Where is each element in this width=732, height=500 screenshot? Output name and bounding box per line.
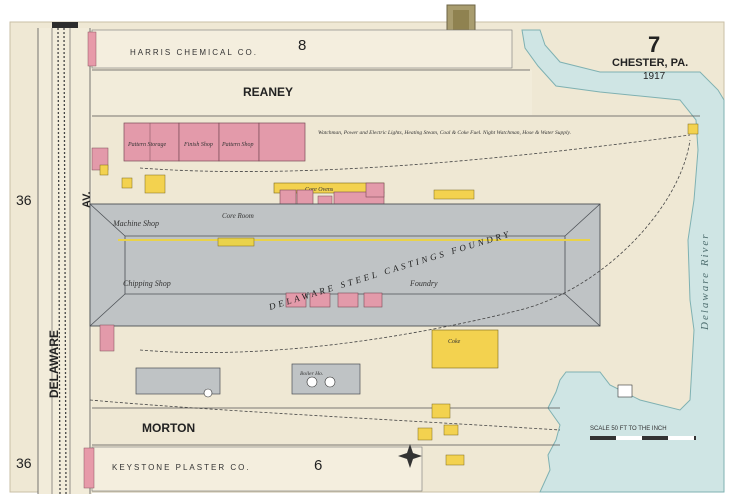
keystone-plaster-label: KEYSTONE PLASTER CO. (112, 463, 251, 472)
core-room-label: Core Room (222, 212, 254, 220)
compass-rose (398, 444, 422, 468)
small-yellow-building (443, 424, 459, 436)
west-adjacent-sheet-top: 36 (16, 192, 32, 208)
roof-hip-left (89, 203, 126, 327)
boiler-circle (203, 388, 213, 398)
reaney-street (92, 70, 532, 115)
sheet-place: CHESTER, PA. (612, 57, 688, 69)
railroad-track (57, 27, 61, 495)
chipping-shop-label: Chipping Shop (123, 279, 171, 288)
railroad-curve (89, 399, 561, 431)
keystone-plaster-property (91, 446, 423, 492)
foundry-main-building: Machine Shop Core Room Chipping Shop Fou… (89, 203, 601, 327)
boiler-circle (306, 376, 318, 388)
scale-bar-segment (616, 436, 642, 440)
top-left-clip (52, 22, 78, 30)
coke-building (431, 329, 499, 369)
small-yellow-building (431, 403, 451, 419)
machine-shop-label: Machine Shop (112, 219, 159, 228)
forge-annex (365, 182, 385, 198)
river-label: Delaware River (699, 232, 711, 331)
railroad-curve (139, 139, 691, 353)
small-yellow-building (144, 174, 166, 194)
sheet-number: 7 (648, 32, 660, 57)
south-adjacent-sheet: 6 (314, 457, 322, 474)
reaney-street-label: REANEY (243, 85, 293, 99)
store-building (258, 122, 306, 162)
boiler-circle (324, 376, 336, 388)
scale-label: SCALE 50 FT TO THE INCH (590, 426, 667, 432)
small-yellow-building (121, 177, 133, 189)
small-yellow-building (687, 123, 699, 135)
compass-star (398, 444, 422, 468)
core-ovens-label: Core Ovens (305, 187, 334, 193)
harris-chemical-label: HARRIS CHEMICAL CO. (130, 48, 258, 57)
scale-bar-segment (668, 436, 694, 440)
pattern-storage-label: Pattern Storage (127, 142, 166, 148)
foundry-label: Foundry (409, 279, 438, 288)
tunnel-building (363, 292, 383, 308)
boiler-house-label: Boiler Ho. (300, 371, 323, 377)
pattern-storage-building (123, 122, 180, 162)
works-note: Watchman, Power and Electric Lights, Hea… (318, 130, 571, 136)
west-adjacent-sheet-bottom: 36 (16, 455, 32, 471)
delaware-river (521, 29, 725, 493)
harris-chemical-property (91, 29, 513, 69)
small-yellow-building (445, 454, 465, 466)
crane-hatch (217, 237, 255, 247)
coke-label: Coke (448, 339, 461, 345)
north-building-row: Pattern Storage Finish Shop Pattern Shop (123, 122, 306, 162)
railroad-curve (139, 134, 691, 172)
scale-bar (590, 436, 696, 440)
small-yellow-building (433, 189, 475, 200)
coal-building (99, 324, 115, 352)
delaware-label: DELAWARE (47, 330, 61, 398)
delaware-avenue-label: DELAWARE (47, 330, 61, 398)
finish-shop-label: Finish Shop (183, 142, 213, 148)
tunnel-building (309, 292, 331, 308)
small-building (317, 195, 333, 205)
foundry-roof (89, 203, 601, 327)
sheet-year: 1917 (643, 71, 666, 82)
morton-street-label: MORTON (142, 421, 195, 435)
office-building (417, 427, 433, 441)
finish-shop-building (178, 122, 220, 162)
north-adjacent-sheet: 8 (298, 37, 306, 54)
small-structure (617, 384, 633, 398)
river-name: Delaware River (699, 232, 711, 331)
pattern-shop-label: Pattern Shop (221, 142, 254, 148)
top-tab-inner (453, 10, 469, 32)
harris-building-pink (87, 31, 97, 67)
tunnel-building (285, 292, 307, 308)
pattern-shop-building (218, 122, 260, 162)
small-yellow-building (99, 164, 109, 176)
railroad-track (63, 27, 67, 495)
roof-hip-right (564, 203, 601, 327)
keystone-building-pink (83, 447, 95, 489)
tunnel-building (337, 292, 359, 308)
